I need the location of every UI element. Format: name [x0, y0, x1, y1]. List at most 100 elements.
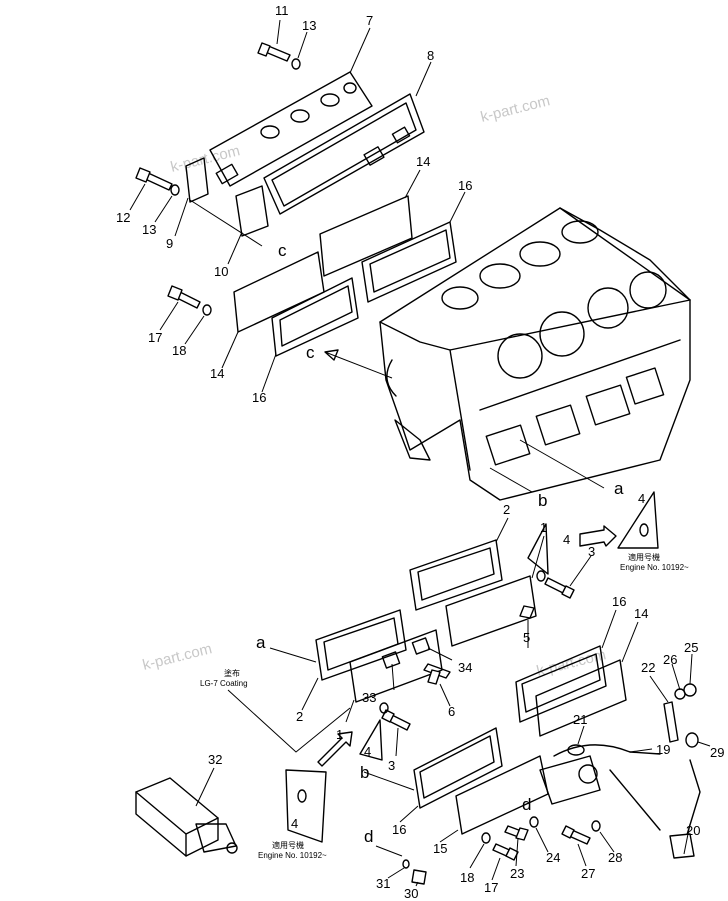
callout-26: 26	[663, 652, 677, 667]
leader-29	[697, 741, 711, 747]
callout-1: 1	[540, 520, 547, 535]
leader-9	[174, 197, 189, 237]
callout-16: 16	[458, 178, 472, 193]
leader-16a	[449, 191, 466, 223]
leader-6	[439, 683, 451, 707]
detail-inset-bottom	[359, 719, 383, 761]
callout-6: 6	[448, 704, 455, 719]
bolt-17-bottom	[492, 843, 519, 861]
detail-inset-top-large	[617, 491, 659, 549]
washer-4-upper	[536, 570, 546, 582]
washer-4-lower	[379, 702, 389, 714]
cover-1-upper	[445, 575, 537, 647]
callout-14: 14	[416, 154, 430, 169]
callout-32: 32	[208, 752, 222, 767]
callout-17: 17	[148, 330, 162, 345]
cover-14-upper	[319, 195, 413, 277]
arrow-a2	[269, 647, 317, 663]
detail-inset-bottom-large	[285, 769, 327, 843]
arrow-b2	[363, 771, 415, 791]
letter-b: b	[360, 763, 369, 782]
callout-28: 28	[608, 850, 622, 865]
callout-2: 2	[503, 502, 510, 517]
washer-detail-bottom	[297, 789, 307, 803]
bolt-23	[504, 825, 529, 841]
washer-24	[529, 816, 539, 828]
cover-14-right	[535, 659, 627, 737]
leader-34	[427, 647, 453, 661]
leader-2a	[495, 517, 509, 543]
callout-5: 5	[523, 630, 530, 645]
washer-13b	[170, 184, 180, 196]
leader-14b	[221, 331, 239, 369]
sensor-6	[423, 663, 451, 685]
leader-1b	[345, 699, 355, 723]
arrow-d2	[375, 845, 403, 857]
engine-block	[379, 207, 691, 501]
leader-32	[195, 767, 215, 807]
leader-17b	[491, 857, 501, 881]
plug-5	[519, 605, 535, 619]
callout-4: 4	[364, 744, 371, 759]
leader-24	[535, 827, 549, 853]
washer-detail-top	[639, 523, 649, 537]
leader-18a	[184, 315, 205, 345]
callout-30: 30	[404, 886, 418, 901]
callout-23: 23	[510, 866, 524, 881]
leader-a1	[519, 439, 605, 489]
leader-13b	[154, 195, 173, 223]
bolt-17	[167, 285, 201, 309]
callout-15: 15	[433, 841, 447, 856]
callout-11: 11	[275, 3, 289, 18]
callout-18: 18	[460, 870, 474, 885]
gasket-16-right	[515, 645, 607, 723]
washer-18-bottom	[481, 832, 491, 844]
leader-11	[276, 19, 281, 45]
leader-33	[391, 663, 395, 691]
washer-18	[202, 304, 212, 316]
note-applied-engine: 適用号機	[272, 840, 304, 850]
leader-13	[297, 31, 308, 59]
callout-33: 33	[362, 690, 376, 705]
callout-14: 14	[634, 606, 648, 621]
arrowhead-c2	[324, 349, 339, 361]
leader-17a	[159, 301, 179, 331]
callout-14: 14	[210, 366, 224, 381]
callout-21: 21	[573, 712, 587, 727]
leader-22	[649, 675, 669, 703]
cover-14-lower	[233, 251, 325, 333]
bolt-3-upper	[544, 577, 575, 599]
leader-30	[415, 881, 419, 887]
watermark: k-part.com	[479, 92, 552, 126]
letter-d: d	[364, 827, 373, 846]
leader-7	[349, 27, 371, 74]
leader-1a	[531, 535, 545, 579]
tool-32	[135, 777, 238, 857]
note-applied-engine: 適用号機	[628, 552, 660, 562]
sensor-assembly	[539, 683, 701, 859]
callout-12: 12	[116, 210, 130, 225]
callout-2: 2	[296, 709, 303, 724]
callout-3: 3	[588, 544, 595, 559]
note-coating: LG-7 Coating	[200, 679, 248, 688]
leader-27	[577, 843, 587, 867]
washer-31	[402, 859, 410, 869]
leader-18b	[469, 843, 485, 869]
callout-9: 9	[166, 236, 173, 251]
bolt-12	[135, 167, 173, 191]
callout-25: 25	[684, 640, 698, 655]
callout-29: 29	[710, 745, 724, 760]
callout-18: 18	[172, 343, 186, 358]
callout-13: 13	[302, 18, 316, 33]
leader-10	[227, 231, 243, 265]
gasket-2-upper	[409, 539, 503, 611]
leader-31	[387, 867, 405, 879]
leader-20	[683, 823, 691, 855]
leader-8	[415, 61, 432, 97]
gasket-16-upper	[361, 221, 457, 303]
letter-a: a	[614, 479, 624, 498]
plug-30	[411, 869, 427, 885]
plate-10	[235, 185, 269, 237]
